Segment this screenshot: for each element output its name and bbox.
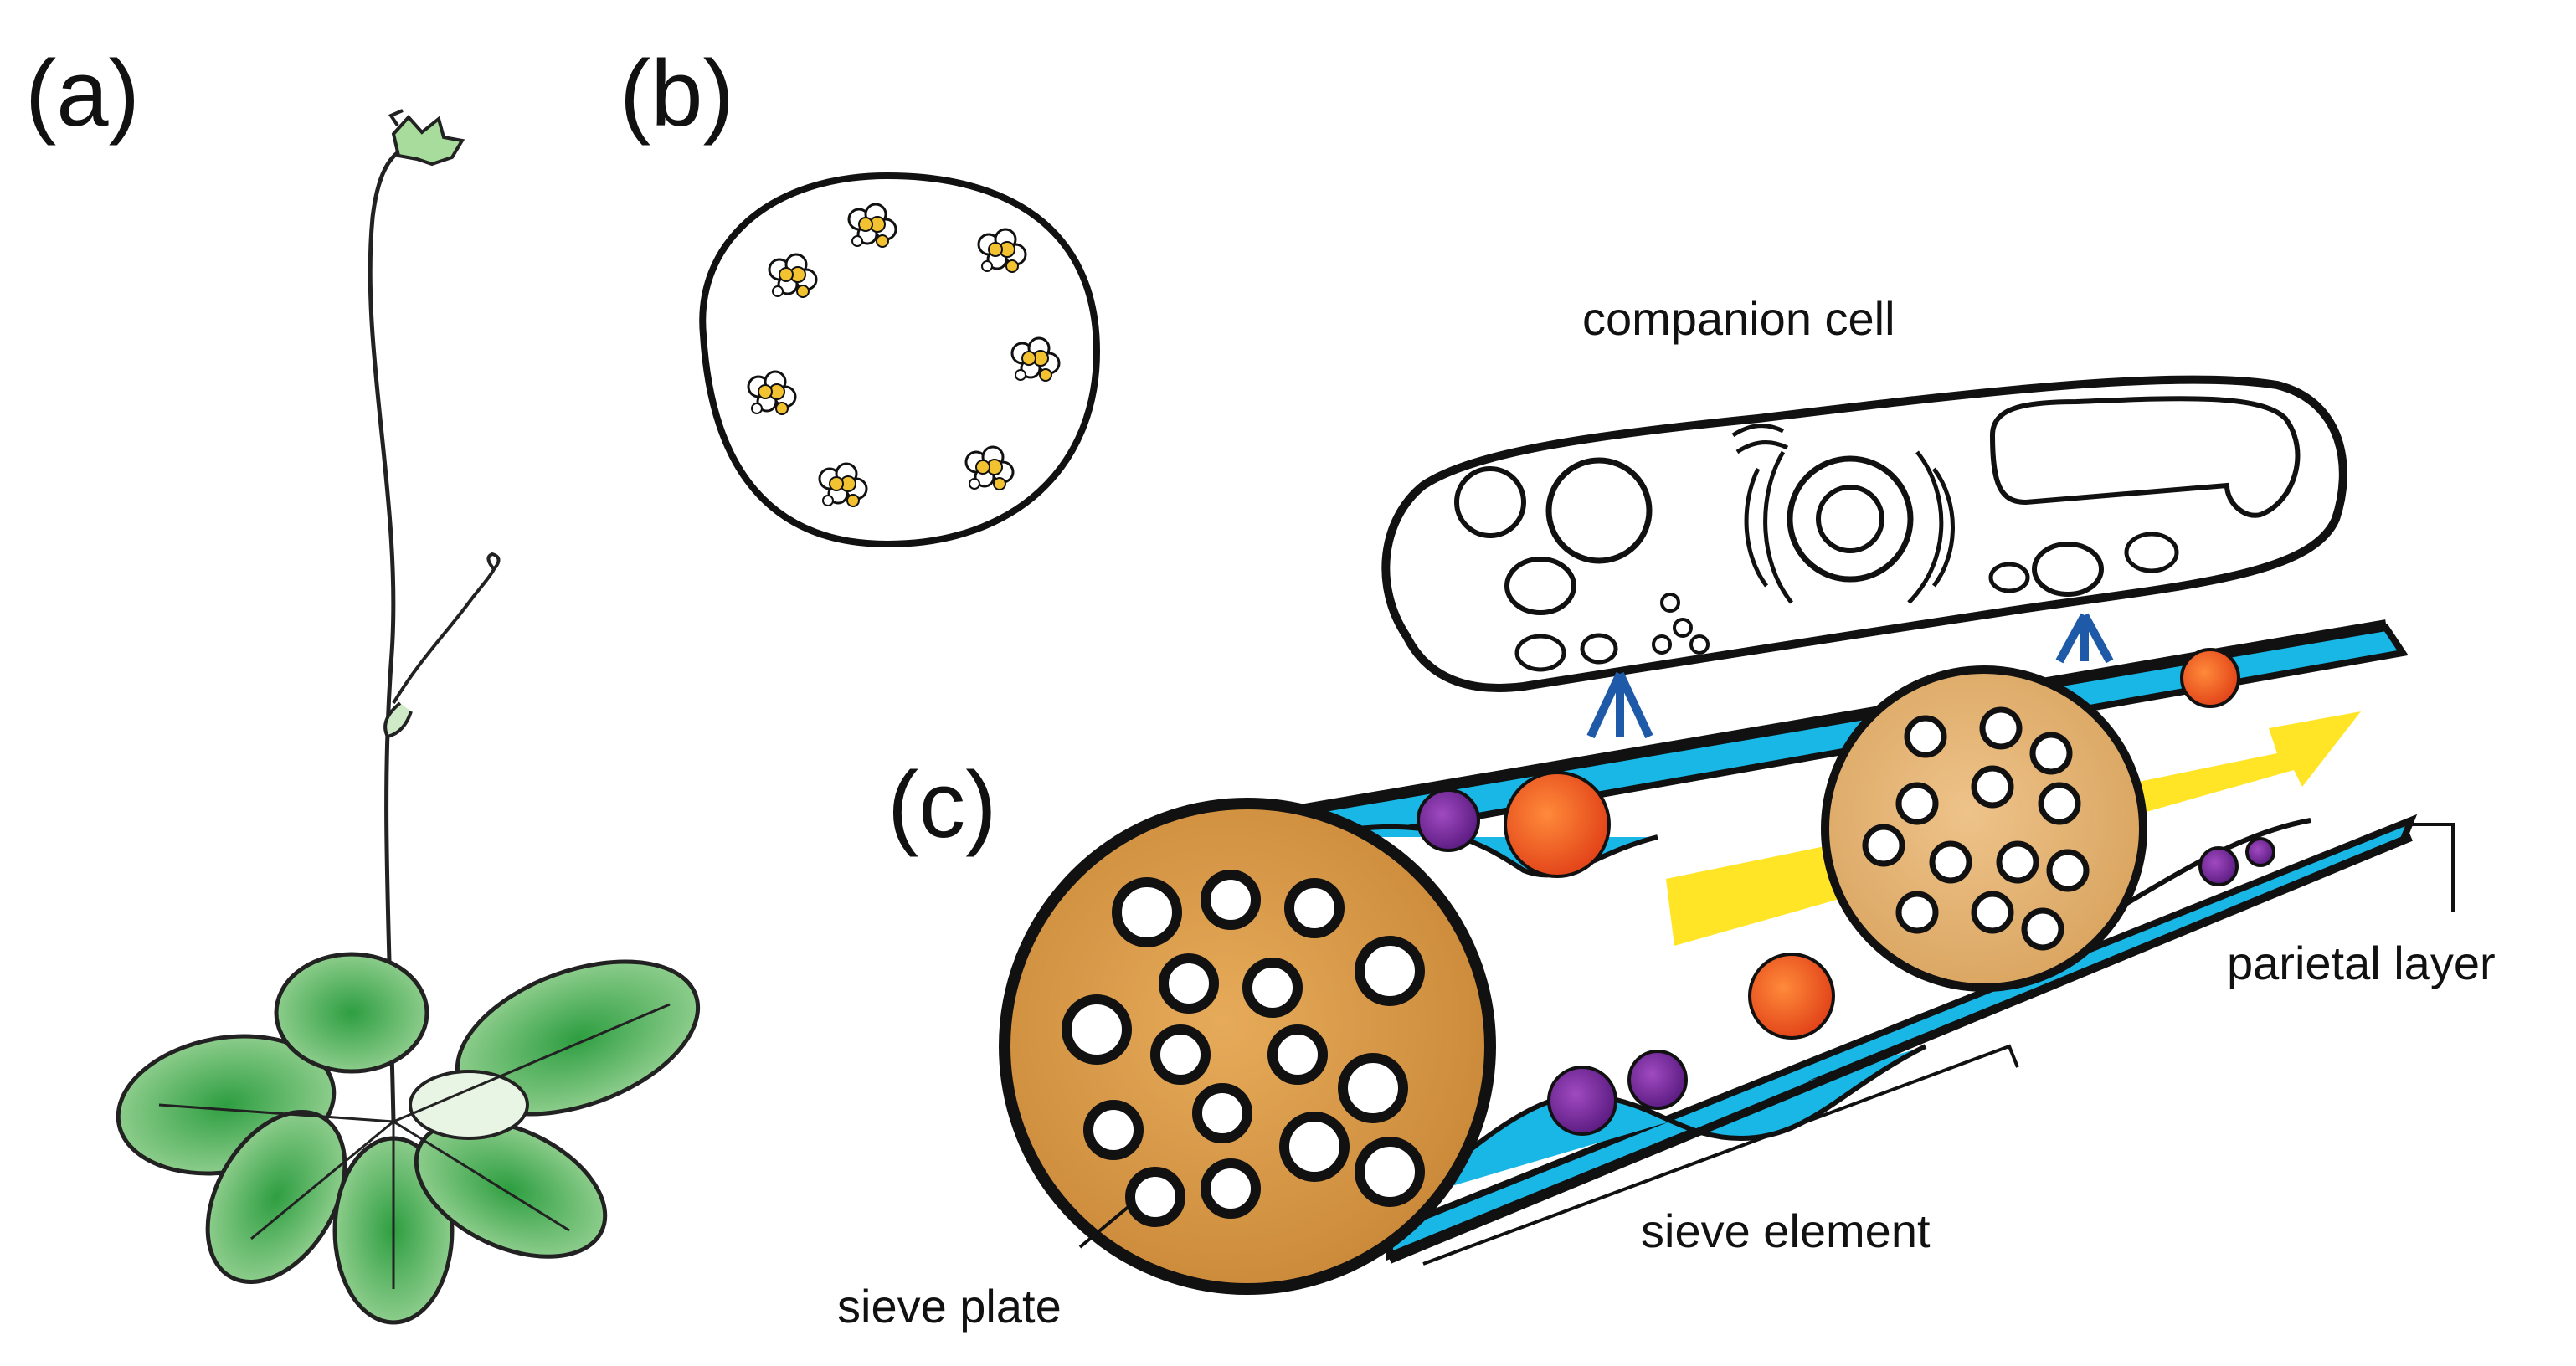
sieve-plate-label: sieve plate (837, 1280, 1062, 1333)
plasmodesmata-right (2055, 613, 2114, 664)
vascular-bundles (747, 203, 1061, 507)
plant-stem (368, 144, 411, 1122)
sieve-plate-far (1821, 665, 2147, 992)
parietal-layer-label: parietal layer (2227, 937, 2496, 989)
vascular-bundle (818, 462, 868, 507)
vascular-bundle (768, 253, 818, 298)
parietal-layer-leader (2403, 823, 2455, 912)
panel-a: (a) (25, 41, 701, 1325)
vascular-bundle (747, 370, 797, 415)
flower-head (388, 109, 465, 167)
rosette-leaves (116, 952, 701, 1325)
sieve-plate-leader (1078, 1204, 1132, 1249)
panel-a-label: (a) (25, 41, 140, 146)
vascular-bundle (1010, 336, 1061, 382)
panel-c: (c) (837, 292, 2496, 1333)
panel-b-label: (b) (620, 41, 734, 146)
sieve-element-bracket (1422, 1044, 2019, 1266)
vascular-bundle (977, 228, 1027, 273)
vascular-bundle (847, 203, 897, 248)
panel-c-label: (c) (887, 752, 997, 857)
sieve-tube-organelles (1417, 648, 2275, 1136)
plant-side-branch (392, 568, 496, 705)
stem-cross-section (699, 172, 1101, 548)
companion-cell (1381, 375, 2347, 692)
sieve-element-label: sieve element (1641, 1204, 1931, 1257)
plant-illustration (116, 109, 701, 1325)
plasmodesmata-left (1586, 671, 1653, 739)
panel-b: (b) (620, 41, 1101, 548)
vascular-bundle (964, 445, 1015, 490)
stem-leaflet (383, 701, 413, 739)
sieve-plate-near (999, 798, 1496, 1295)
companion-cell-label: companion cell (1582, 292, 1895, 345)
